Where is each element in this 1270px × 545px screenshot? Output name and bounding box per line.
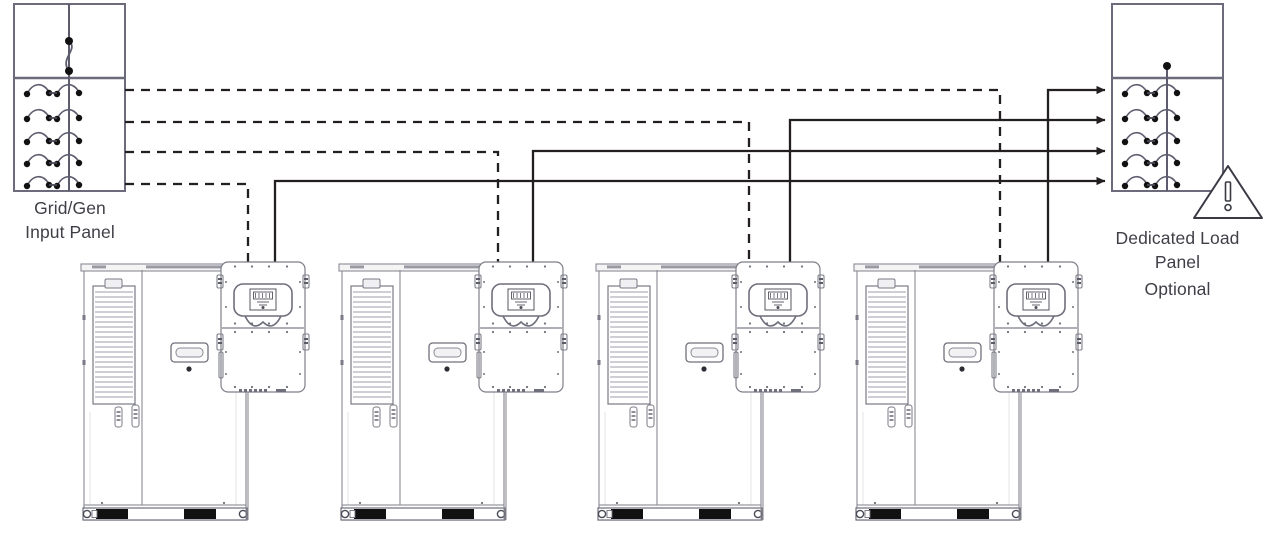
unit-3[interactable] bbox=[595, 261, 825, 521]
unit-4[interactable] bbox=[853, 261, 1083, 521]
dashed-feeder-unit-4 bbox=[125, 88, 1002, 262]
solid-feeder-unit-4 bbox=[1046, 85, 1106, 262]
grid-gen-label-line-1: Grid/Gen bbox=[34, 198, 106, 218]
inverter-unit[interactable] bbox=[731, 261, 825, 393]
dedicated-load-panel-optional-note: Optional bbox=[1090, 277, 1265, 301]
main-breaker bbox=[65, 37, 73, 75]
solid-feeder-unit-3 bbox=[788, 115, 1106, 262]
solid-output-feeders bbox=[273, 85, 1106, 262]
solid-feeder-unit-1 bbox=[273, 176, 1106, 262]
inverter-unit[interactable] bbox=[474, 261, 568, 393]
dashed-feeder-unit-3 bbox=[125, 120, 751, 262]
unit-1[interactable] bbox=[80, 261, 310, 521]
dedicated-load-panel[interactable] bbox=[1111, 3, 1224, 192]
dedicated-load-panel-label: Dedicated Load Panel bbox=[1090, 226, 1265, 274]
warning-triangle-icon bbox=[1193, 165, 1263, 219]
load-panel-label-line-1: Dedicated Load bbox=[1115, 228, 1240, 248]
grid-gen-panel-label: Grid/Gen Input Panel bbox=[0, 196, 140, 244]
dashed-input-feeders bbox=[125, 88, 1002, 262]
solid-feeder-unit-2 bbox=[531, 146, 1106, 262]
inverter-unit[interactable] bbox=[216, 261, 310, 393]
grid-gen-input-panel[interactable] bbox=[13, 3, 126, 192]
dashed-feeder-unit-2 bbox=[125, 150, 500, 262]
inverter-unit[interactable] bbox=[989, 261, 1083, 393]
dashed-feeder-unit-1 bbox=[125, 182, 250, 262]
unit-2[interactable] bbox=[338, 261, 568, 521]
grid-gen-label-line-2: Input Panel bbox=[25, 222, 115, 242]
load-panel-label-line-2: Panel bbox=[1154, 252, 1201, 272]
optional-note-text: Optional bbox=[1144, 279, 1211, 299]
